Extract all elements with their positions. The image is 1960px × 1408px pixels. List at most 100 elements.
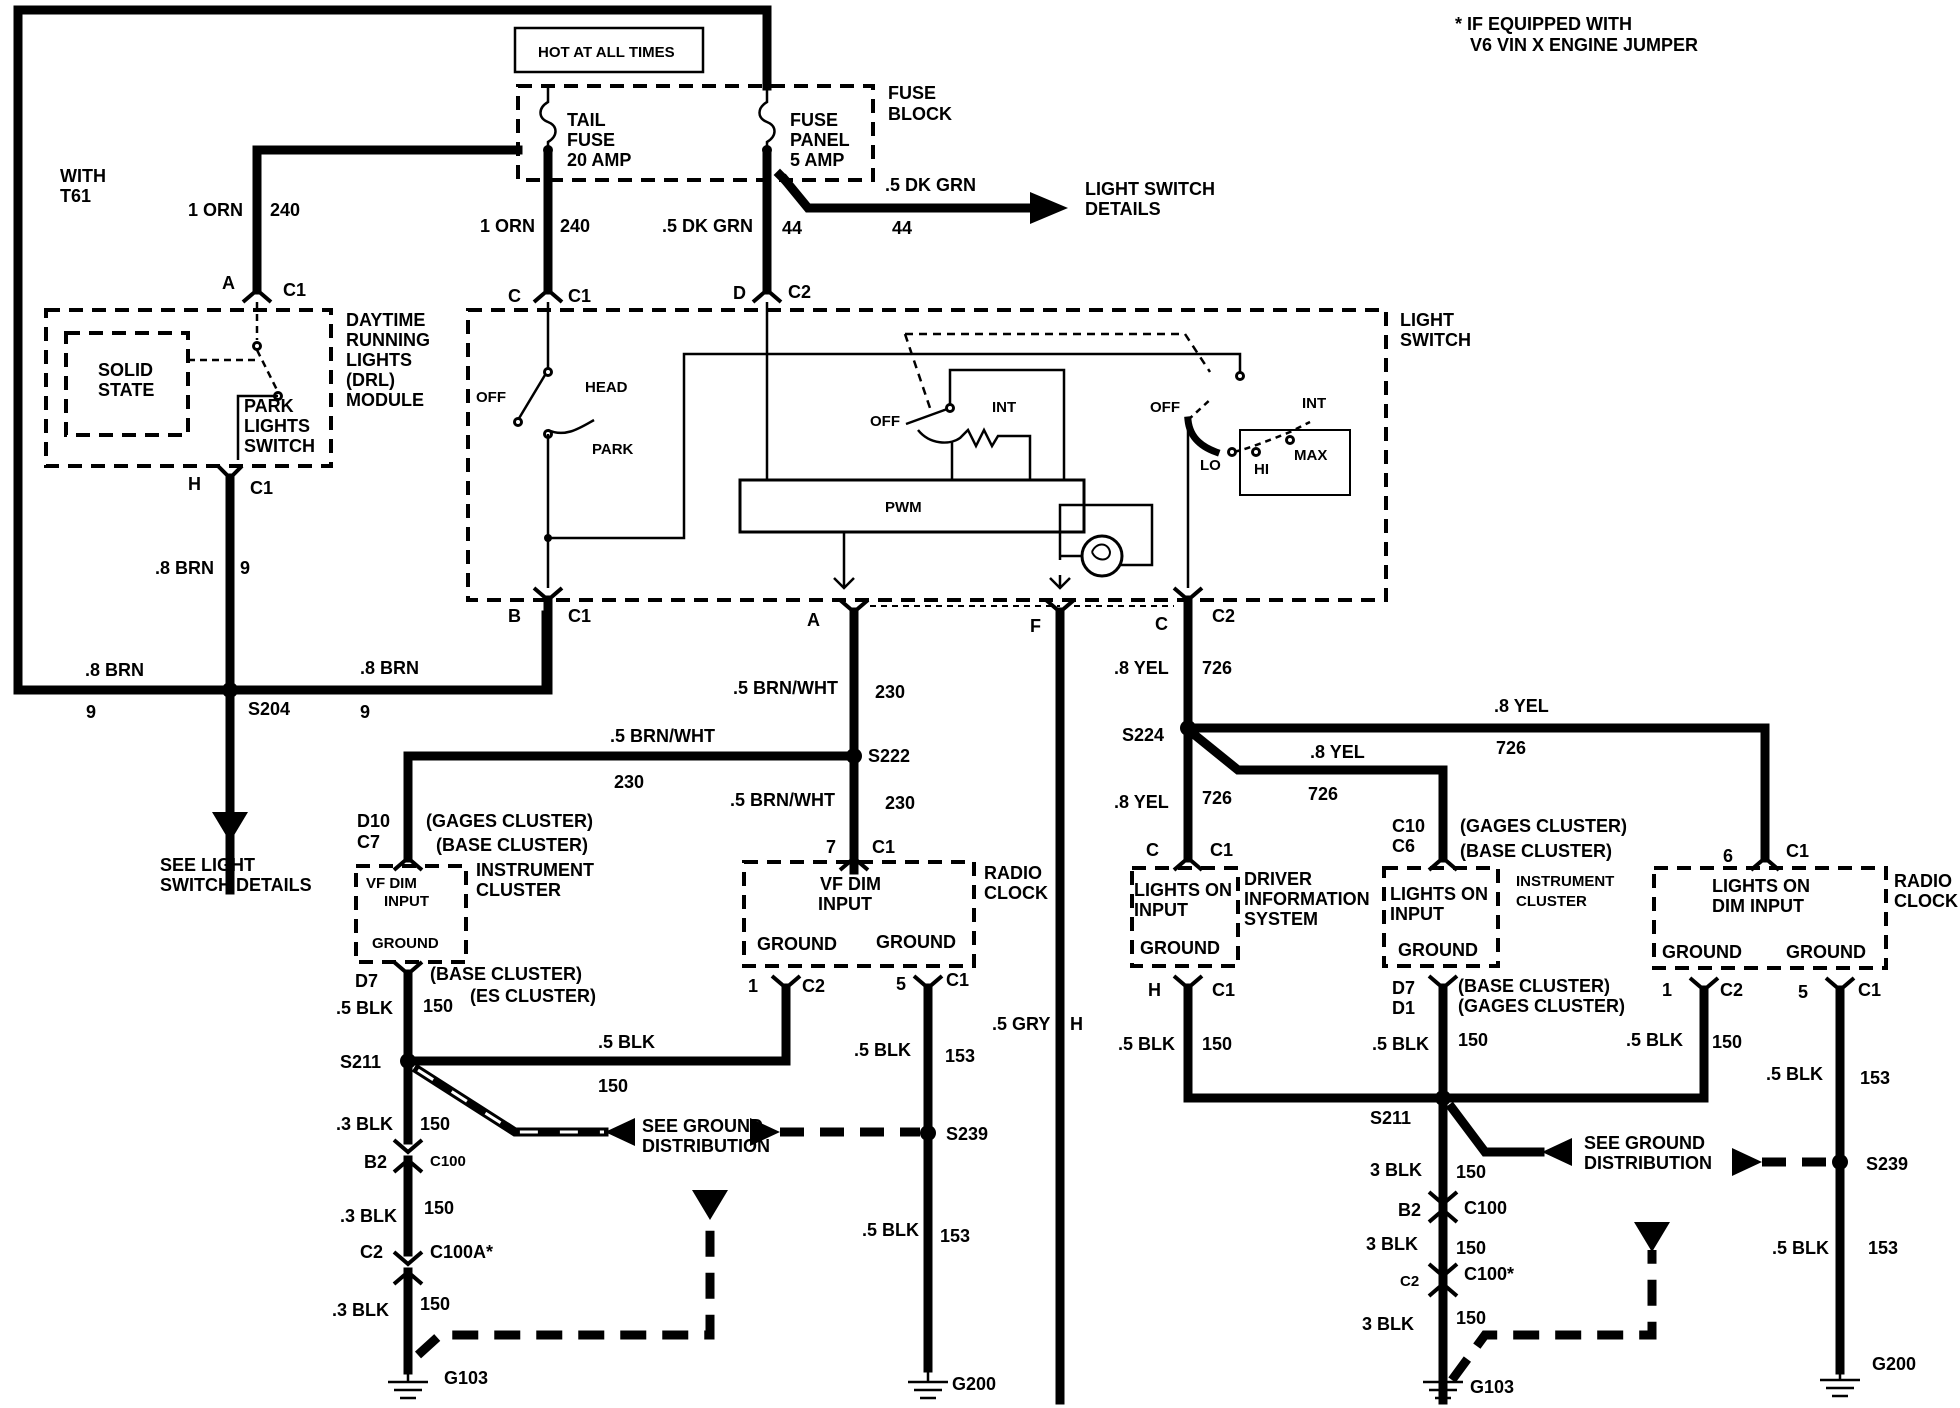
radio-right-box <box>1652 866 1888 970</box>
ground-icon <box>908 1368 948 1400</box>
wire-153-a-right-color: .5 BLK <box>1766 1064 1823 1084</box>
ic-right-pin-2: C6 <box>1392 836 1415 856</box>
ic-right-label-2: CLUSTER <box>1516 893 1587 910</box>
note-line-2: V6 VIN X ENGINE JUMPER <box>1470 35 1698 55</box>
ic-left-vf-2: INPUT <box>384 893 429 910</box>
ic-right-lights-2: INPUT <box>1390 904 1444 924</box>
dis-label-3: SYSTEM <box>1244 909 1318 929</box>
s239-right-label: S239 <box>1866 1154 1908 1174</box>
ls-pin-f: F <box>1030 616 1041 636</box>
park-lights-switch-label-2: LIGHTS <box>244 416 310 436</box>
see-light-switch-details-arrow <box>212 812 248 842</box>
see-ground-right-1: SEE GROUND <box>1584 1133 1705 1153</box>
fuse-panel-node <box>762 145 772 155</box>
wire-44-switch-color: .5 DK GRN <box>662 216 753 236</box>
wire-153-a-color: .5 BLK <box>854 1040 911 1060</box>
hot-at-all-times-label: HOT AT ALL TIMES <box>538 44 675 61</box>
wire-150-b-circuit: 150 <box>598 1076 628 1096</box>
headlight-switch <box>516 302 595 435</box>
wire-gry-circuit: H <box>1070 1014 1083 1034</box>
wire-153-a-right-circuit: 153 <box>1860 1068 1890 1088</box>
wire-230-ic-circuit: 230 <box>614 772 644 792</box>
dis-lights-1: LIGHTS ON <box>1134 880 1232 900</box>
radio-left-box <box>742 860 976 968</box>
ic-left-box <box>354 864 468 964</box>
wire-726-top-circuit: 726 <box>1496 738 1526 758</box>
see-ground-arrow-right-a <box>1542 1138 1572 1166</box>
dimmer-off-label: OFF <box>870 413 900 430</box>
ic-left-cluster-1: (GAGES CLUSTER) <box>426 811 593 831</box>
ls-conn-d: C2 <box>788 282 811 302</box>
wire-150-c-circuit: 150 <box>420 1114 450 1134</box>
wire-150-a-circuit: 150 <box>423 996 453 1016</box>
wire-gry-color: .5 GRY <box>992 1014 1050 1034</box>
light-switch-details-arrow <box>1030 192 1068 224</box>
wire-240-drl-color: 1 ORN <box>188 200 243 220</box>
drl-module-box <box>44 308 333 468</box>
wire-150-c-color: .3 BLK <box>336 1114 393 1134</box>
solid-state-box <box>64 331 190 437</box>
tail-fuse-label-3: 20 AMP <box>567 150 631 170</box>
dis-box <box>1130 866 1240 968</box>
light-switch-details-label-1: LIGHT SWITCH <box>1085 179 1215 199</box>
radio-left-conn-5: C1 <box>946 970 969 990</box>
solid-state-label-1: SOLID <box>98 360 153 380</box>
wire-9-color: .8 BRN <box>155 558 214 578</box>
dis-conn-h: C1 <box>1212 980 1235 1000</box>
pwm-label: PWM <box>885 499 922 516</box>
tail-fuse-symbol <box>539 86 557 152</box>
splice-s204 <box>222 682 238 698</box>
wire-150-e-color: .3 BLK <box>332 1300 389 1320</box>
light-switch-box <box>466 308 1388 602</box>
s204-right-circuit: 9 <box>360 702 370 722</box>
dimmer-int-label: INT <box>992 399 1016 416</box>
c100b-right-label: C100* <box>1464 1264 1514 1284</box>
ic-right-box <box>1382 866 1500 968</box>
wire-726-a-circuit: 726 <box>1202 658 1232 678</box>
fuse-panel-label-1: FUSE <box>790 110 838 130</box>
with-t61-label-1: WITH <box>60 166 106 186</box>
see-ground-arrow-left-a <box>605 1118 635 1146</box>
note-line-1: * IF EQUIPPED WITH <box>1455 14 1632 34</box>
wire-230-radio-color: .5 BRN/WHT <box>730 790 835 810</box>
wire-726-mid-color: .8 YEL <box>1310 742 1365 762</box>
wire-153-b-circuit: 153 <box>940 1226 970 1246</box>
dis-conn: C1 <box>1210 840 1233 860</box>
fuse-block-label-1: FUSE <box>888 83 936 103</box>
wire-44-arrow-circuit: 44 <box>892 218 912 238</box>
drl-pin-h: H <box>188 474 201 494</box>
park-lights-switch-label-1: PARK <box>244 396 294 416</box>
radio-left-vf-2: INPUT <box>818 894 872 914</box>
dis-lights-2: INPUT <box>1134 900 1188 920</box>
ic-right-pin-b-1: D7 <box>1392 978 1415 998</box>
dis-label-2: INFORMATION <box>1244 889 1370 909</box>
pwm-block <box>738 478 1086 534</box>
wire-230-ic <box>403 751 851 863</box>
wire-153-b-right-circuit: 153 <box>1868 1238 1898 1258</box>
main-lo-label: LO <box>1200 457 1221 474</box>
drl-module-label-5: MODULE <box>346 390 424 410</box>
radio-right-pin-5: 5 <box>1798 982 1808 1002</box>
wire-726-top <box>1183 723 1770 863</box>
wire-44-arrow <box>778 173 1035 213</box>
ic-right-cluster-b-1: (BASE CLUSTER) <box>1458 976 1610 996</box>
main-switch-arc <box>1184 416 1221 457</box>
c100-left-pin: B2 <box>364 1152 387 1172</box>
fuse-block-box <box>516 84 875 182</box>
wire-150-d-right-circuit: 150 <box>1456 1162 1486 1182</box>
radio-right-lights-2: DIM INPUT <box>1712 896 1804 916</box>
lamp-icon <box>1080 534 1124 578</box>
drl-conn-h: C1 <box>250 478 273 498</box>
hot-at-all-times-box <box>513 26 705 74</box>
wire-150-c-right-circuit: 150 <box>1712 1032 1742 1052</box>
radio-right-lights-1: LIGHTS ON <box>1712 876 1810 896</box>
see-ground-right-2: DISTRIBUTION <box>1584 1153 1712 1173</box>
wire-230-ic-color: .5 BRN/WHT <box>610 726 715 746</box>
drl-module-label-4: (DRL) <box>346 370 395 390</box>
radio-right-ground-2: GROUND <box>1786 942 1866 962</box>
ls-conn-c: C1 <box>568 286 591 306</box>
drl-module-label-1: DAYTIME <box>346 310 425 330</box>
ic-left-cluster-2: (BASE CLUSTER) <box>436 835 588 855</box>
wire-230-main-circuit: 230 <box>875 682 905 702</box>
